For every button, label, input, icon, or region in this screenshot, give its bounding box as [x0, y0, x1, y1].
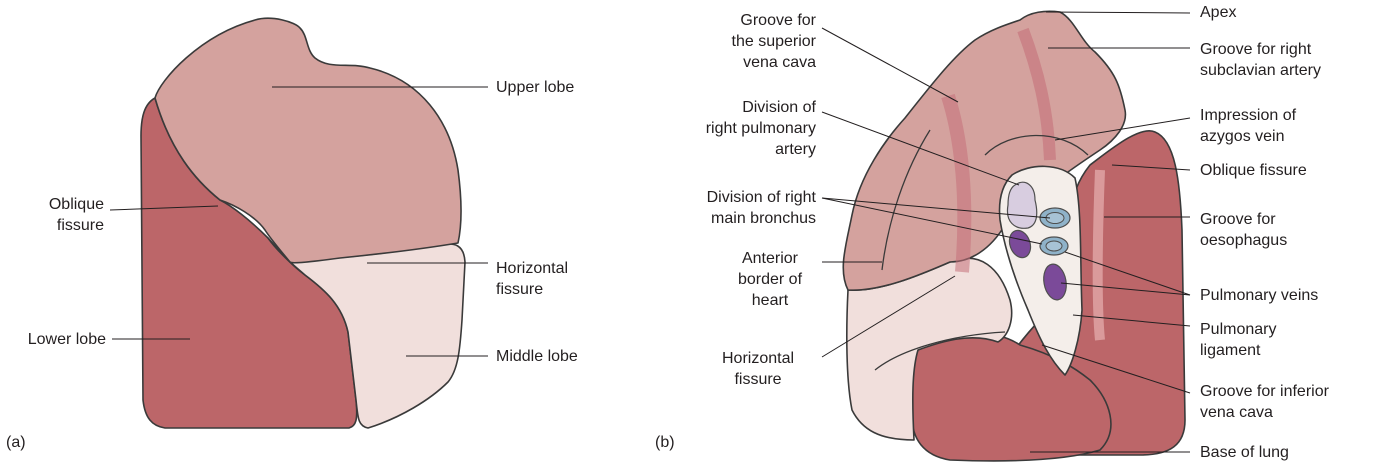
leader-b-svc — [822, 28, 958, 102]
label-a-upper-lobe: Upper lobe — [496, 77, 574, 98]
label-b-anterior-border: Anterior border of heart — [724, 248, 816, 311]
label-b-horizontal-fissure: Horizontal fissure — [700, 348, 816, 390]
panel-a-lung — [141, 18, 465, 428]
groove-oesophagus — [1098, 170, 1100, 340]
label-a-lower-lobe: Lower lobe — [0, 329, 106, 350]
label-a-horizontal-fissure: Horizontal fissure — [496, 258, 568, 300]
leader-b-apex — [1046, 12, 1190, 13]
panel-b-lung — [843, 11, 1185, 461]
label-b-pulmonary-ligament: Pulmonary ligament — [1200, 319, 1276, 361]
bronchus-lower-lumen — [1046, 241, 1062, 251]
label-b-impression-azygos: Impression of azygos vein — [1200, 105, 1296, 147]
label-a-middle-lobe: Middle lobe — [496, 346, 578, 367]
panel-a-tag: (a) — [6, 432, 26, 453]
label-b-oblique-fissure: Oblique fissure — [1200, 160, 1307, 181]
label-b-groove-subclavian: Groove for right subclavian artery — [1200, 39, 1321, 81]
label-b-division-bronchus: Division of right main bronchus — [640, 187, 816, 229]
label-b-division-pulmonary-artery: Division of right pulmonary artery — [640, 97, 816, 160]
label-b-pulmonary-veins: Pulmonary veins — [1200, 285, 1318, 306]
label-b-apex: Apex — [1200, 2, 1236, 23]
panel-b-tag: (b) — [655, 432, 675, 453]
pulmonary-artery — [1007, 182, 1036, 228]
label-b-groove-oesophagus: Groove for oesophagus — [1200, 209, 1287, 251]
label-a-oblique-fissure: Oblique fissure — [0, 194, 104, 236]
label-b-groove-svc: Groove for the superior vena cava — [640, 10, 816, 73]
label-b-base-of-lung: Base of lung — [1200, 442, 1289, 463]
label-b-groove-ivc: Groove for inferior vena cava — [1200, 381, 1329, 423]
